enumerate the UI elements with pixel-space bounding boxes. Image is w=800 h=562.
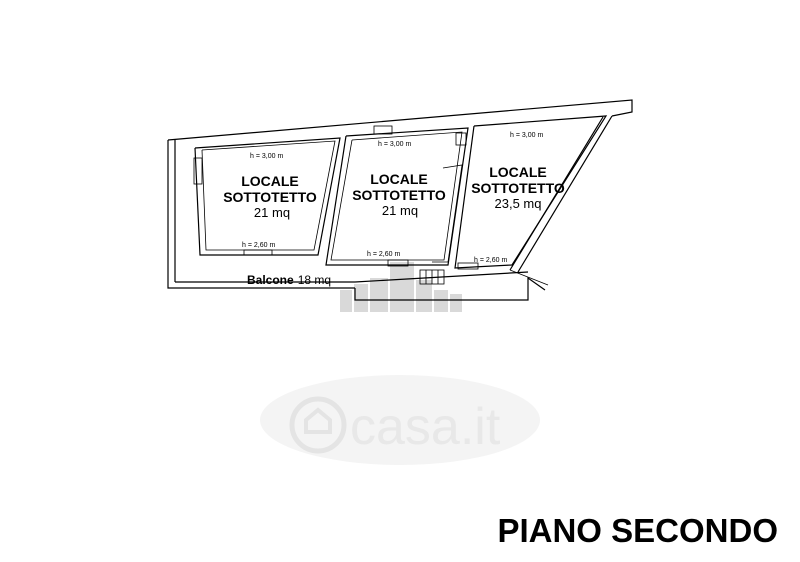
watermark-text: casa.it [350, 398, 501, 456]
room-3-area: 23,5 mq [495, 196, 542, 211]
room-2-walls [325, 125, 469, 285]
room-1-title-line2: SOTTOTETTO [223, 189, 317, 205]
balcony-label: Balcone 18 mq [247, 273, 331, 287]
room-1-area: 21 mq [254, 205, 290, 220]
house-logo-icon [289, 396, 347, 454]
outer-walls [167, 99, 633, 301]
balcony-label-name: Balcone [247, 273, 294, 287]
room-3-title-line2: SOTTOTETTO [471, 180, 565, 196]
floor-title: PIANO SECONDO [497, 512, 778, 549]
room-3-height-top: h = 3,00 m [510, 132, 543, 139]
room-3-title-line1: LOCALE [489, 164, 547, 180]
room-2-title-line2: SOTTOTETTO [352, 187, 446, 203]
room-3-height-bottom: h = 2,60 m [474, 257, 507, 264]
room-2-height-bottom: h = 2,60 m [367, 251, 400, 258]
room-2: h = 3,00 m LOCALE SOTTOTETTO 21 mq h = 2… [352, 141, 446, 258]
building-logo-icon [340, 262, 462, 312]
room-3-walls [454, 115, 608, 270]
room-2-title-line1: LOCALE [370, 171, 428, 187]
room-2-height-top: h = 3,00 m [378, 141, 411, 148]
room-1-title-line1: LOCALE [241, 173, 299, 189]
room-1: h = 3,00 m LOCALE SOTTOTETTO 21 mq h = 2… [223, 153, 317, 249]
watermark: casa.it [260, 375, 540, 465]
room-1-walls [193, 137, 341, 256]
room-3: h = 3,00 m LOCALE SOTTOTETTO 23,5 mq h =… [471, 132, 565, 264]
balcony-label-area: 18 mq [298, 273, 331, 287]
room-2-area: 21 mq [382, 203, 418, 218]
room-1-height-top: h = 3,00 m [250, 153, 283, 160]
room-1-height-bottom: h = 2,60 m [242, 242, 275, 249]
stair [419, 269, 445, 285]
